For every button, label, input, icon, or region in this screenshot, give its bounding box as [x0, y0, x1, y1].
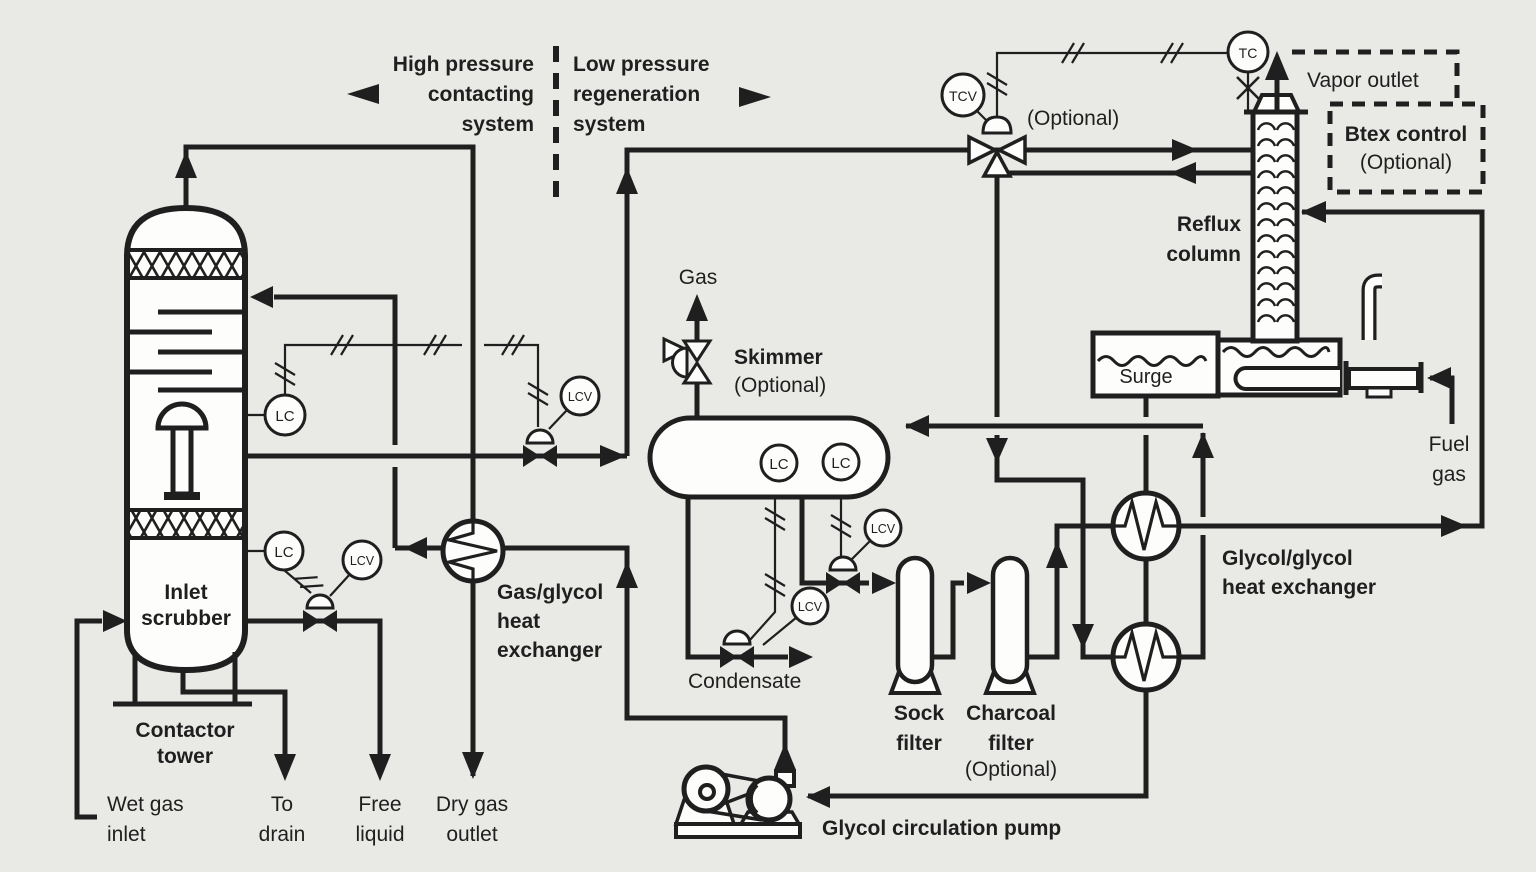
high-pressure-line2: contacting — [428, 83, 534, 106]
tc-label: TC — [1239, 45, 1258, 61]
gas-distributor — [155, 401, 209, 500]
lc-skimmer-1-label: LC — [769, 456, 788, 473]
dashed-annotations — [553, 46, 1486, 200]
free-liquid-line1: Free — [358, 793, 401, 816]
glycol-glycol-hx-line1: Glycol/glycol — [1222, 547, 1353, 570]
lcv-skimmer-out-label: LCV — [871, 522, 896, 536]
sock-filter-line2: filter — [896, 732, 942, 755]
charcoal-filter-optional: (Optional) — [965, 758, 1057, 781]
charcoal-filter-line1: Charcoal — [966, 702, 1056, 725]
tcv-optional-label: (Optional) — [1027, 107, 1119, 130]
skimmer-outlet-control-valve — [826, 555, 860, 594]
surge-label: Surge — [1119, 366, 1172, 388]
inlet-scrubber-line1: Inlet — [164, 581, 207, 604]
contactor-tower-line1: Contactor — [135, 719, 234, 742]
btex-control-box — [1327, 101, 1486, 195]
high-pressure-line1: High pressure — [393, 53, 534, 76]
lc-tower-label: LC — [275, 408, 294, 425]
vapor-outlet-label: Vapor outlet — [1307, 69, 1419, 92]
gas-label: Gas — [679, 266, 718, 289]
burner — [1343, 361, 1424, 399]
lc-scrubber-bubble — [263, 530, 305, 572]
tcv-label: TCV — [949, 88, 978, 104]
flow-arrows — [103, 84, 1467, 808]
gas-glycol-heat-exchanger — [440, 518, 506, 584]
glycol-pump-label: Glycol circulation pump — [822, 817, 1061, 840]
three-way-tcv-valve — [967, 115, 1027, 178]
wet-gas-inlet-line1: Wet gas — [107, 793, 184, 816]
tc-bubble — [1226, 30, 1270, 74]
skimmer-gas-valve — [662, 336, 713, 385]
contactor-tower-line2: tower — [157, 745, 213, 768]
free-liquid-line2: liquid — [355, 823, 404, 846]
fuel-gas-line1: Fuel — [1429, 433, 1470, 456]
lc-skimmer-2-label: LC — [831, 455, 850, 472]
lc-scrubber-label: LC — [274, 544, 293, 561]
fuel-gas-line2: gas — [1432, 463, 1466, 486]
lcv-scrubber-bubble — [341, 539, 383, 581]
condensate-control-valve — [720, 629, 754, 668]
lcv-condensate-bubble — [790, 586, 830, 626]
contactor-tower — [113, 204, 252, 707]
glycol-glycol-heat-exchanger-bottom — [1110, 621, 1182, 693]
inlet-scrubber-line2: scrubber — [141, 607, 231, 630]
surge-reboiler — [1090, 273, 1424, 399]
tower-skirt — [113, 652, 252, 707]
reflux-column-line2: column — [1166, 243, 1241, 266]
lc-skimmer-2-bubble — [821, 442, 861, 482]
low-pressure-line3: system — [573, 113, 645, 136]
skimmer-label: Skimmer — [734, 346, 823, 369]
gas-glycol-hx-line1: Gas/glycol — [497, 581, 603, 604]
lcv-scrubber-label: LCV — [350, 554, 375, 568]
charcoal-filter-line2: filter — [988, 732, 1034, 755]
reflux-column-line1: Reflux — [1177, 213, 1242, 236]
dry-gas-outlet-line1: Dry gas — [436, 793, 508, 816]
text-labels: High pressure contacting system Low pres… — [107, 53, 1469, 846]
vapor-outlet-dashed-link — [1292, 49, 1460, 103]
pump-volute — [745, 775, 793, 823]
lc-tower-bubble — [263, 393, 307, 437]
wet-gas-inlet-line2: inlet — [107, 823, 146, 846]
mist-eliminator-lower — [125, 508, 247, 540]
gas-glycol-hx-line3: exchanger — [497, 639, 602, 662]
glycol-glycol-heat-exchanger-top — [1110, 490, 1182, 562]
lcv-condensate-label: LCV — [798, 600, 823, 614]
condensate-label: Condensate — [688, 670, 801, 693]
lc-skimmer-1-bubble — [759, 443, 799, 483]
btex-control-line1: Btex control — [1345, 123, 1468, 146]
rich-glycol-control-valve — [523, 428, 557, 467]
lcv-tower-label: LCV — [568, 390, 593, 404]
low-pressure-line1: Low pressure — [573, 53, 710, 76]
dry-gas-outlet-line2: outlet — [446, 823, 498, 846]
glycol-glycol-hx-line2: heat exchanger — [1222, 576, 1376, 599]
lcv-skimmer-out-bubble — [863, 508, 903, 548]
sock-filter-line1: Sock — [894, 702, 945, 725]
mist-eliminator-top — [125, 248, 247, 280]
lcv-tower-bubble — [559, 375, 601, 417]
to-drain-line1: To — [271, 793, 293, 816]
fire-tube — [1233, 366, 1340, 391]
charcoal-filter — [983, 555, 1037, 695]
glycol-circulation-pump — [673, 764, 803, 839]
gas-glycol-hx-line2: heat — [497, 610, 540, 633]
tcv-bubble — [940, 72, 986, 118]
tower-trays — [128, 309, 242, 393]
free-liquid-control-valve — [303, 593, 337, 632]
skimmer-optional-label: (Optional) — [734, 374, 826, 397]
low-pressure-line2: regeneration — [573, 83, 700, 106]
high-pressure-line3: system — [462, 113, 534, 136]
reflux-column — [1244, 51, 1308, 344]
sock-filter — [888, 555, 942, 695]
column-packing — [1256, 122, 1296, 323]
to-drain-line2: drain — [259, 823, 306, 846]
instrument-bubbles: LC LCV LC LCV LC LC LCV LCV TCV TC — [263, 30, 1270, 626]
btex-control-line2: (Optional) — [1360, 151, 1452, 174]
